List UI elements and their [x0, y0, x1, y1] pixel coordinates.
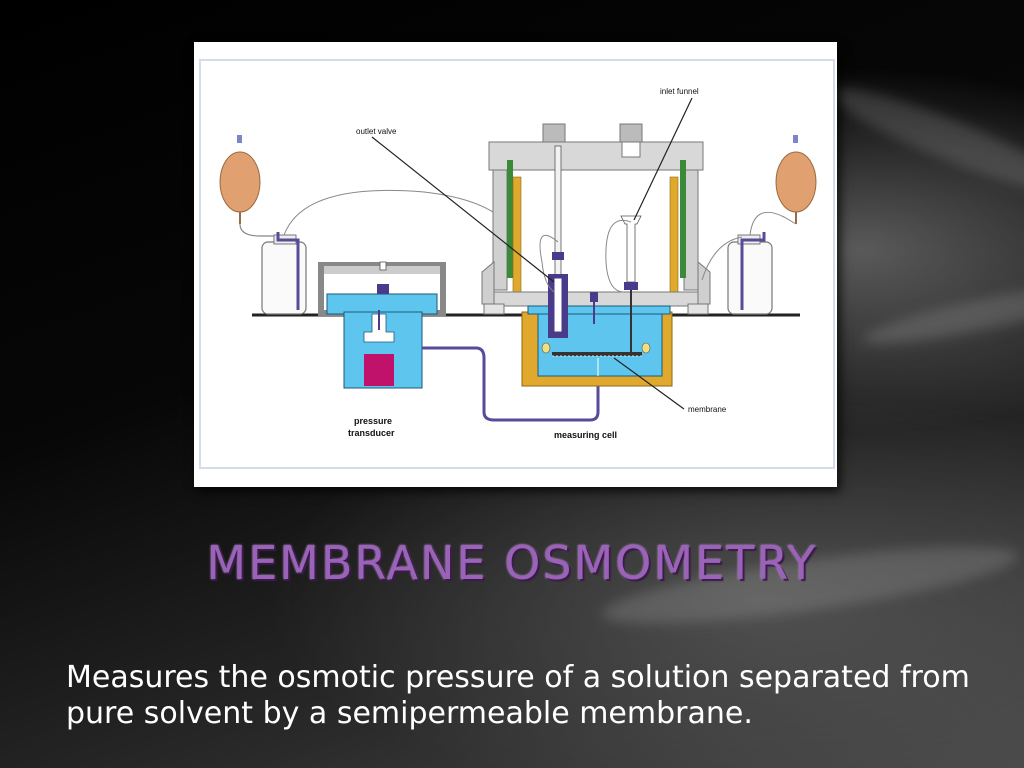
label-outlet-valve: outlet valve — [356, 127, 397, 136]
label-inlet-funnel: inlet funnel — [660, 87, 699, 96]
slide-body-text: Measures the osmotic pressure of a solut… — [66, 660, 970, 731]
inlet-funnel-column — [620, 215, 642, 354]
background-streak — [859, 275, 1024, 355]
pressure-transducer — [318, 261, 446, 389]
measuring-cell — [521, 292, 673, 387]
inner-border — [199, 59, 835, 469]
left-bottle-tube — [283, 189, 515, 236]
left-bulb-tube — [239, 223, 274, 237]
left-solvent-bottle — [261, 232, 307, 315]
osmometer-diagram: inlet funnel outlet valve membrane press… — [194, 42, 837, 487]
inlet-funnel-leader — [633, 97, 693, 221]
background-streak — [821, 72, 1024, 208]
label-transducer: transducer — [348, 428, 395, 438]
measuring-cell-housing — [481, 123, 711, 315]
outlet-valve-column — [548, 145, 568, 338]
right-solvent-bottle — [727, 232, 773, 315]
right-connection-tube — [701, 236, 743, 281]
osmometer-svg: inlet funnel outlet valve membrane press… — [199, 59, 835, 469]
label-pressure: pressure — [354, 416, 392, 426]
inner-tube-left — [539, 234, 559, 293]
label-membrane: membrane — [688, 405, 727, 414]
left-reservoir-bulb — [219, 135, 261, 224]
connecting-tube — [422, 346, 600, 422]
membrane-leader — [613, 357, 685, 410]
right-bottle-tube — [749, 212, 797, 236]
slide-title: MEMBRANE OSMOMETRY — [206, 536, 818, 590]
outlet-valve-leader — [371, 136, 555, 283]
right-reservoir-bulb — [775, 135, 817, 224]
inner-tube-right — [605, 220, 632, 293]
label-measuring-cell: measuring cell — [554, 430, 617, 440]
